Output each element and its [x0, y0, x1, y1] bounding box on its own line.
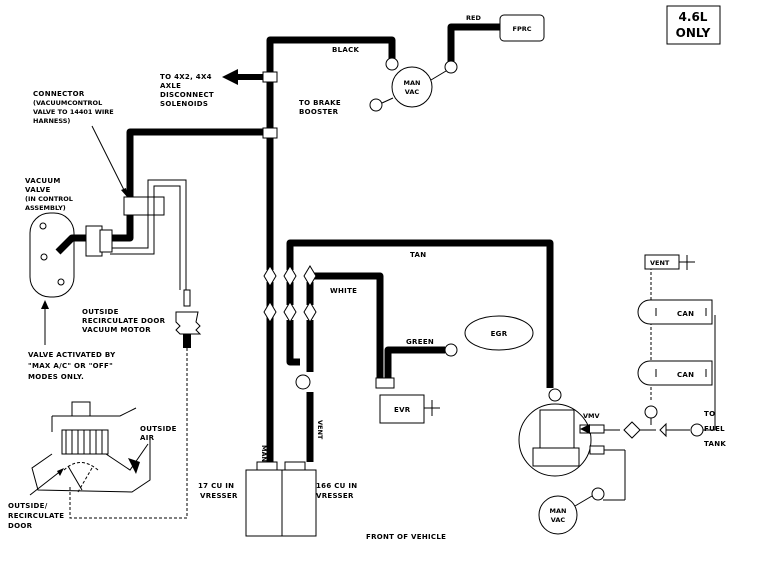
- tee-upper: [262, 71, 278, 83]
- arrow-to-solenoids: [222, 69, 263, 85]
- man-vertical-label: MAN: [260, 445, 268, 462]
- evr-solenoid: EVR: [375, 377, 440, 424]
- svg-text:VRESSER: VRESSER: [316, 492, 354, 500]
- to-fuel-tank-text: TO FUEL TANK: [704, 410, 726, 448]
- svg-text:TO BRAKE: TO BRAKE: [299, 99, 341, 107]
- vresser-17: 17 CU IN VRESSER: [198, 461, 283, 537]
- vresser-166: 166 CU IN VRESSER: [281, 461, 357, 537]
- svg-text:VENT: VENT: [650, 259, 670, 267]
- vent-box: VENT: [644, 254, 695, 270]
- motor-supply-line: [110, 179, 187, 290]
- svg-text:ASSEMBLY): ASSEMBLY): [25, 204, 66, 212]
- svg-text:OUTSIDE: OUTSIDE: [140, 425, 177, 433]
- svg-text:VENT: VENT: [316, 420, 324, 440]
- svg-text:OUTSIDE: OUTSIDE: [82, 308, 119, 316]
- svg-text:DISCONNECT: DISCONNECT: [160, 91, 214, 99]
- svg-text:DOOR: DOOR: [8, 522, 33, 530]
- svg-text:TO 4X2, 4X4: TO 4X2, 4X4: [160, 73, 212, 81]
- tan-hose: [286, 239, 554, 388]
- svg-text:AXLE: AXLE: [160, 82, 181, 90]
- tee-lower: [262, 127, 278, 139]
- blower-housing: OUTSIDE AIR OUTSIDE/ RECIRCULATE DOOR: [8, 401, 177, 530]
- white-hose: [310, 272, 384, 380]
- svg-text:VRESSER: VRESSER: [200, 492, 238, 500]
- svg-text:RECIRCULATE: RECIRCULATE: [8, 512, 64, 520]
- engine-badge: 4.6L ONLY: [666, 5, 721, 45]
- svg-text:HARNESS): HARNESS): [33, 117, 70, 125]
- valve-activated-callout: VALVE ACTIVATED BY "MAX A/C" OR "OFF" MO…: [28, 300, 116, 381]
- svg-text:EVR: EVR: [394, 406, 411, 414]
- svg-text:(VACUUMCONTROL: (VACUUMCONTROL: [33, 99, 102, 107]
- svg-text:MAN: MAN: [260, 445, 268, 462]
- svg-text:VACUUM MOTOR: VACUUM MOTOR: [82, 326, 151, 334]
- vacuum-valve: VACUUM VALVE (IN CONTROL ASSEMBLY): [25, 177, 113, 298]
- svg-text:EGR: EGR: [491, 330, 508, 338]
- to-solenoids-text: TO 4X2, 4X4 AXLE DISCONNECT SOLENOIDS: [160, 73, 214, 108]
- svg-text:TANK: TANK: [704, 440, 726, 448]
- svg-text:VACUUM: VACUUM: [25, 177, 61, 185]
- svg-text:VALVE: VALVE: [25, 186, 51, 194]
- svg-text:AIR: AIR: [140, 434, 155, 442]
- svg-text:CAN: CAN: [677, 310, 694, 318]
- vent-vertical-label: VENT: [316, 420, 324, 440]
- engine-badge-line1: 4.6L: [679, 10, 708, 24]
- svg-text:VALVE ACTIVATED BY: VALVE ACTIVATED BY: [28, 351, 116, 359]
- svg-text:VAC: VAC: [551, 516, 566, 524]
- red-hose: [447, 23, 500, 62]
- tan-label: TAN: [410, 251, 426, 259]
- svg-text:CAN: CAN: [677, 371, 694, 379]
- red-label: RED: [466, 14, 481, 22]
- white-label: WHITE: [330, 287, 357, 295]
- svg-text:OUTSIDE/: OUTSIDE/: [8, 502, 48, 510]
- svg-text:VALVE TO 14401 WIRE: VALVE TO 14401 WIRE: [33, 108, 114, 116]
- svg-text:BOOSTER: BOOSTER: [299, 108, 339, 116]
- engine-badge-line2: ONLY: [676, 26, 711, 40]
- tan-vertical-2: [286, 320, 300, 366]
- canister-2: CAN: [637, 360, 713, 386]
- svg-text:VMV: VMV: [583, 412, 600, 420]
- green-hose: [384, 346, 445, 378]
- svg-text:TO: TO: [704, 410, 715, 418]
- hose-to-vacuum-valve: [108, 128, 270, 242]
- connector-block: [123, 196, 165, 216]
- man-vac-bottom: MAN VAC: [538, 495, 593, 535]
- man-vac-top-line2: VAC: [405, 88, 420, 96]
- svg-text:SOLENOIDS: SOLENOIDS: [160, 100, 208, 108]
- fprc-label: FPRC: [513, 25, 532, 33]
- black-label: BLACK: [332, 46, 360, 54]
- egr-valve: EGR: [464, 315, 534, 351]
- svg-text:17 CU IN: 17 CU IN: [198, 482, 234, 490]
- svg-text:MAN: MAN: [550, 507, 567, 515]
- front-of-vehicle-label: FRONT OF VEHICLE: [366, 533, 446, 541]
- man-vac-top: MAN VAC: [369, 57, 458, 112]
- svg-text:"MAX A/C" OR "OFF": "MAX A/C" OR "OFF": [28, 362, 113, 370]
- svg-text:FUEL: FUEL: [704, 425, 725, 433]
- to-brake-booster-text: TO BRAKE BOOSTER: [299, 99, 341, 116]
- svg-text:RECIRCULATE DOOR: RECIRCULATE DOOR: [82, 317, 166, 325]
- man-vac-top-line1: MAN: [404, 79, 421, 87]
- connector-callout: CONNECTOR (VACUUMCONTROL VALVE TO 14401 …: [33, 90, 129, 199]
- couplers: [263, 265, 317, 390]
- svg-text:MODES ONLY.: MODES ONLY.: [28, 373, 84, 381]
- green-label: GREEN: [406, 338, 434, 346]
- vacuum-motor: OUTSIDE RECIRCULATE DOOR VACUUM MOTOR: [69, 289, 202, 519]
- svg-text:CONNECTOR: CONNECTOR: [33, 90, 85, 98]
- black-hose-top: [266, 36, 396, 76]
- svg-text:166 CU IN: 166 CU IN: [316, 482, 357, 490]
- svg-text:(IN CONTROL: (IN CONTROL: [25, 195, 73, 203]
- vmv-component: VMV: [518, 388, 605, 477]
- canister-1: CAN: [637, 299, 713, 325]
- fprc-component: FPRC: [499, 14, 545, 42]
